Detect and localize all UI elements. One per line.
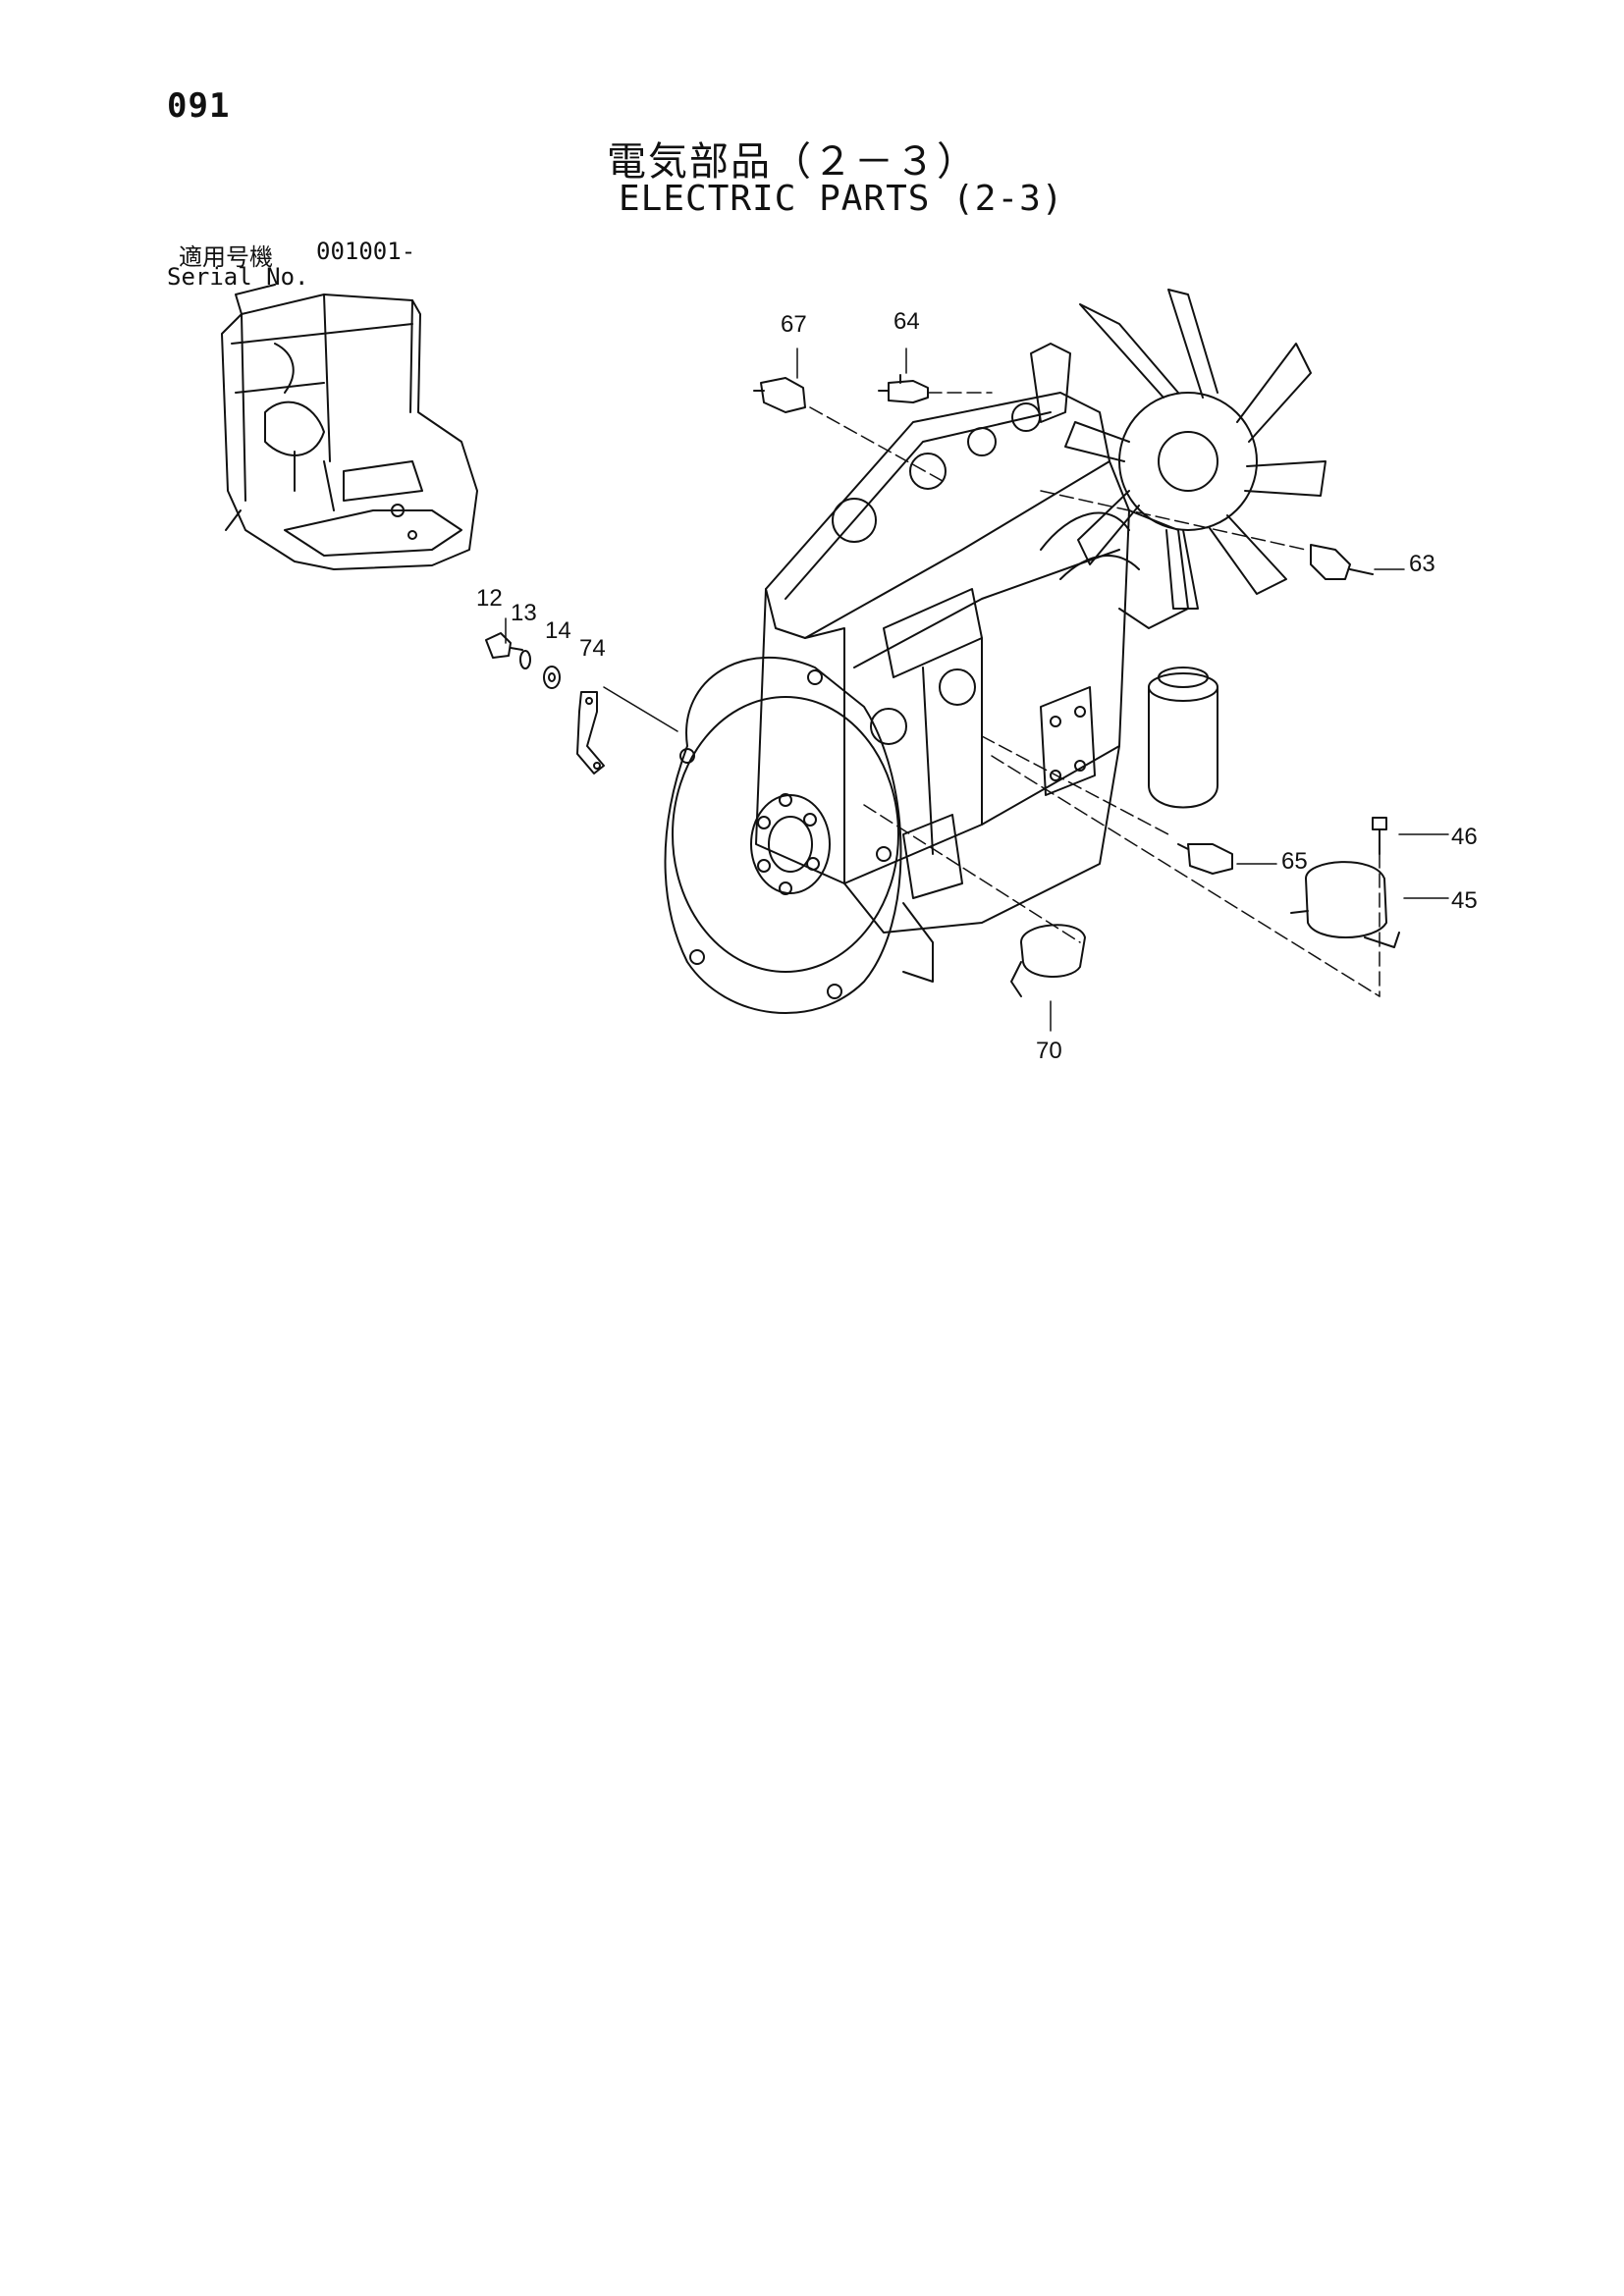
callout-labels: 12 13 14 74 67 64 63 65 46 45 70 [476,308,1478,1064]
part-65-sensor [1177,843,1233,875]
callout-67: 67 [781,311,807,338]
callout-46: 46 [1451,824,1478,850]
callout-13: 13 [511,600,537,626]
callout-64: 64 [893,308,920,335]
serial-label-english: Serial No. [167,263,309,291]
callout-45: 45 [1451,887,1478,914]
part-64-sensor [878,374,929,403]
part-67-sensor [753,377,806,413]
engine-assembly [755,343,1218,934]
part-63-switch [1310,544,1374,580]
page-title-japanese: 電気部品（２－３） [607,139,978,185]
callout-65: 65 [1281,848,1308,875]
page-number: 091 [167,86,231,126]
flywheel-housing [664,657,934,1015]
part-14-washer [543,666,561,689]
callout-70: 70 [1036,1038,1062,1064]
cooling-fan [1064,289,1326,610]
leader-lines [505,347,1449,1032]
page-title-english: ELECTRIC PARTS (2-3) [619,179,1064,219]
callout-12: 12 [476,585,503,612]
part-70-clamp [1010,924,1086,997]
excavator-overview-illustration [221,284,478,570]
part-45-relay [1290,861,1400,948]
callout-74: 74 [579,635,606,662]
part-74-ground-strap [576,691,605,774]
part-46-bolt [1372,817,1387,855]
serial-value: 001001- [316,238,416,265]
callout-63: 63 [1409,551,1435,577]
part-12-bolt [485,632,523,659]
serial-label-japanese: 適用号機 [179,243,273,271]
part-13-washer [519,650,531,669]
callout-14: 14 [545,617,571,644]
